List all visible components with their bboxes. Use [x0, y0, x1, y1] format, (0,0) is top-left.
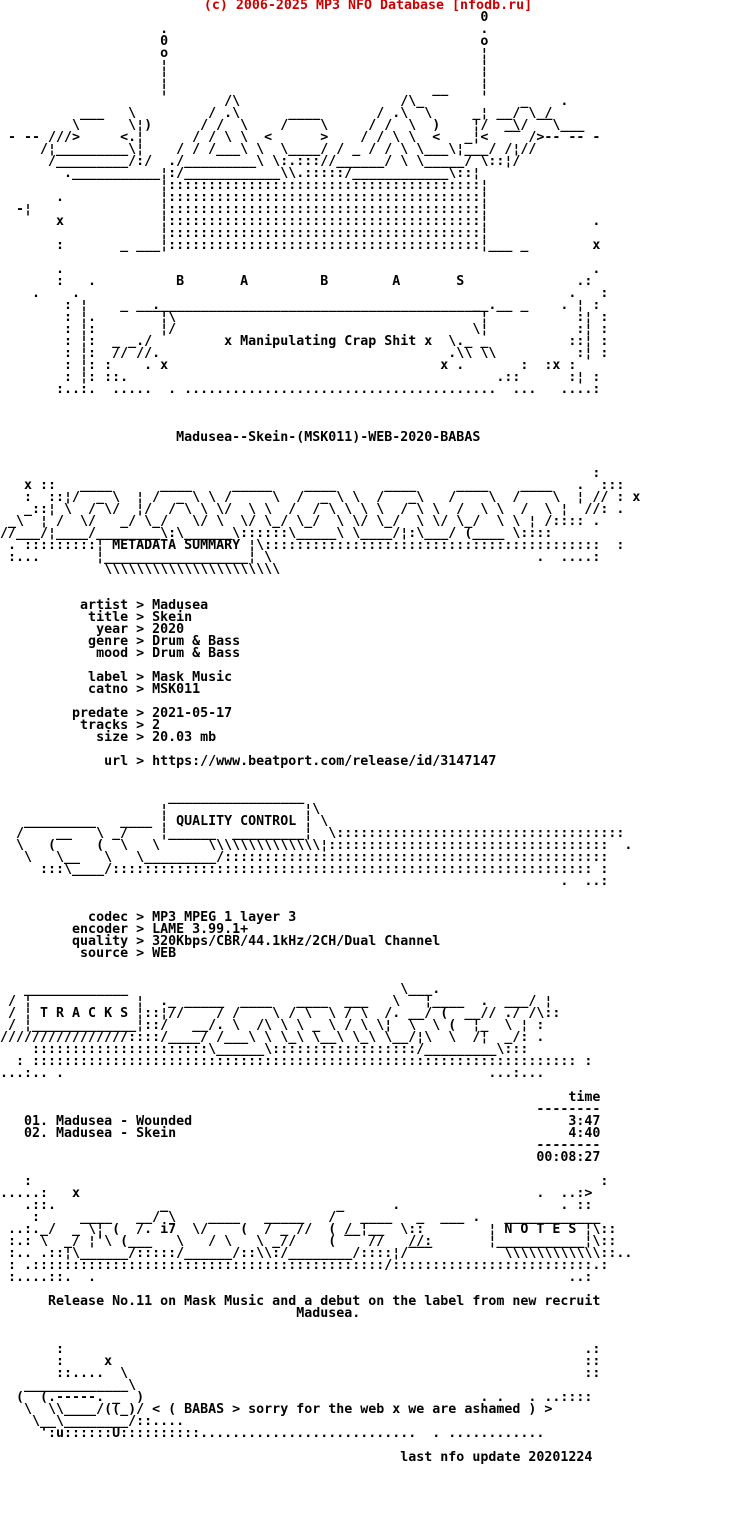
- nfo-ascii-text: 0 . . 0 o o ¦: [0, 10, 641, 1465]
- site-credit-header: (c) 2006-2025 MP3 NFO Database [nfodb.ru…: [203, 0, 533, 13]
